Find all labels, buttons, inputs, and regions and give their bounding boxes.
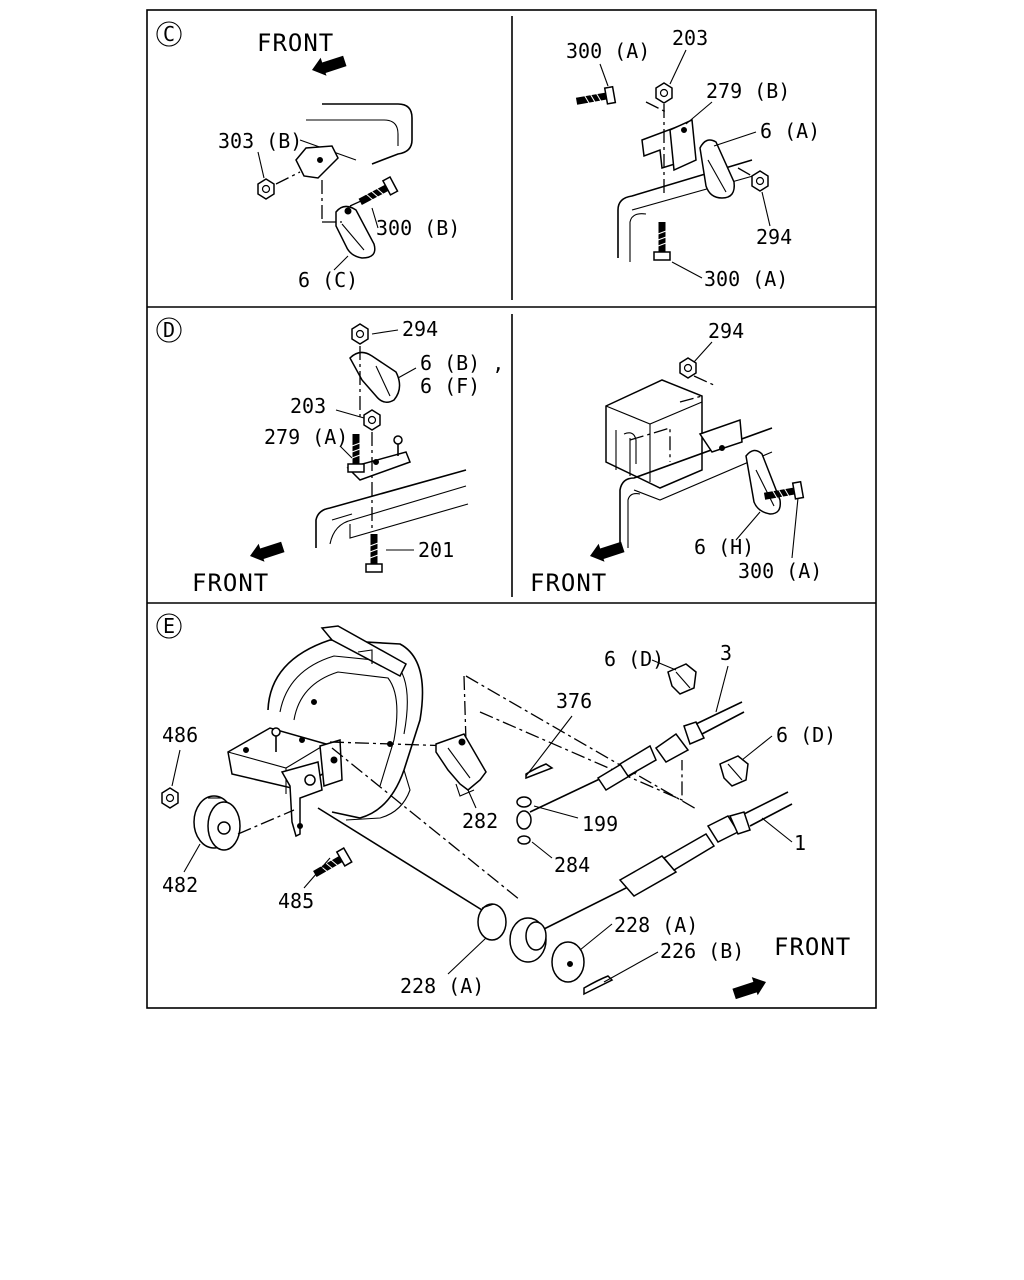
callout-485: 485 [278, 889, 314, 913]
nut-486-icon [161, 787, 179, 809]
nut-203-icon [655, 82, 673, 104]
sheet-frame [146, 9, 877, 1009]
frame-member-drawing [619, 418, 773, 548]
callout-1: 1 [794, 831, 806, 855]
callout-6f: 6 (F) [420, 374, 480, 398]
callout-284: 284 [554, 853, 590, 877]
clip-6d-lower-drawing [719, 755, 749, 787]
grommet-drawing [509, 917, 547, 963]
callout-6b: 6 (B) , [420, 351, 504, 375]
clip-6a-drawing [699, 139, 735, 199]
callout-203: 203 [672, 26, 708, 50]
washer-228a-left-drawing [477, 903, 507, 941]
panel-d-right: FRONT 294 6 (H) 300 (A) [530, 319, 822, 597]
bolt-279a-icon [348, 434, 364, 472]
callout-294: 294 [708, 319, 744, 343]
frame-member-drawing [617, 118, 761, 262]
callout-228a-right: 228 (A) [614, 913, 698, 937]
callout-203: 203 [290, 394, 326, 418]
callout-279b: 279 (B) [706, 79, 790, 103]
callout-199: 199 [582, 812, 618, 836]
callout-300b: 300 (B) [376, 216, 460, 240]
callout-300a: 300 (A) [738, 559, 822, 583]
frame-member-drawing [315, 435, 469, 548]
front-arrow-icon [247, 536, 286, 566]
svg-text:D: D [163, 318, 175, 342]
callout-376: 376 [556, 689, 592, 713]
panel-c-right: 300 (A) 203 279 (B) 6 (A) 294 300 (A) [566, 26, 820, 291]
nut-294-icon [751, 170, 769, 192]
washer-199-drawing [516, 796, 579, 859]
callout-201: 201 [418, 538, 454, 562]
bracket-housing-drawing [605, 379, 703, 489]
nut-303b-icon [257, 178, 275, 200]
cable-3-drawing [529, 701, 745, 813]
panel-c-marker: C [156, 21, 182, 47]
callout-294: 294 [756, 225, 792, 249]
callout-279a: 279 (A) [264, 425, 348, 449]
callout-6a: 6 (A) [760, 119, 820, 143]
callout-226b: 226 (B) [660, 939, 744, 963]
callout-6d-upper: 6 (D) [604, 647, 664, 671]
lever-282-drawing [435, 733, 487, 797]
callout-3: 3 [720, 641, 732, 665]
nut-294-icon [679, 357, 697, 379]
front-direction-label: FRONT [530, 569, 607, 597]
front-direction-label: FRONT [257, 29, 334, 57]
pin-226b-drawing [583, 975, 614, 996]
mount-bracket-drawing [227, 727, 343, 838]
callout-486: 486 [162, 723, 198, 747]
panel-e-marker: E [156, 613, 182, 639]
callout-482: 482 [162, 873, 198, 897]
bolt-485-icon [311, 848, 352, 881]
clip-6h-drawing [745, 449, 782, 515]
callout-6d-lower: 6 (D) [776, 723, 836, 747]
callout-300a-bottom: 300 (A) [704, 267, 788, 291]
transmission-housing-drawing [267, 625, 424, 821]
cable-1-drawing [541, 791, 793, 931]
front-arrow-icon [730, 973, 770, 1003]
callout-228a-left: 228 (A) [400, 974, 484, 998]
callout-6c: 6 (C) [298, 268, 358, 292]
front-direction-label: FRONT [192, 569, 269, 597]
svg-text:C: C [163, 22, 175, 46]
bushing-482-drawing [193, 795, 241, 851]
washer-228a-right-drawing [551, 941, 585, 983]
nut-294-icon [351, 323, 369, 345]
bolt-300a-top-icon [575, 87, 615, 109]
callout-282: 282 [462, 809, 498, 833]
panel-e: E [156, 613, 851, 1003]
nut-203-icon [363, 409, 381, 431]
bolt-201-icon [366, 534, 382, 572]
callout-6h: 6 (H) [694, 535, 754, 559]
callout-294: 294 [402, 317, 438, 341]
clip-6c-drawing [321, 180, 376, 259]
svg-text:E: E [163, 614, 175, 638]
callout-303b: 303 (B) [218, 129, 302, 153]
panel-d-left: D FRONT 294 6 (B) , 6 (F) 203 2 [156, 317, 504, 597]
bolt-300b-icon [356, 177, 397, 209]
frame-member-drawing [295, 103, 413, 179]
front-direction-label: FRONT [774, 933, 851, 961]
callout-300a-top: 300 (A) [566, 39, 650, 63]
panel-c-left: C FRONT 303 (B) 300 (B) 6 (C) [156, 21, 460, 292]
bolt-300a-bottom-icon [654, 222, 670, 260]
pin-376-drawing [525, 715, 573, 780]
clip-6b-6f-drawing [349, 351, 401, 403]
clip-6d-upper-drawing [667, 663, 697, 695]
panel-d-marker: D [156, 317, 182, 343]
